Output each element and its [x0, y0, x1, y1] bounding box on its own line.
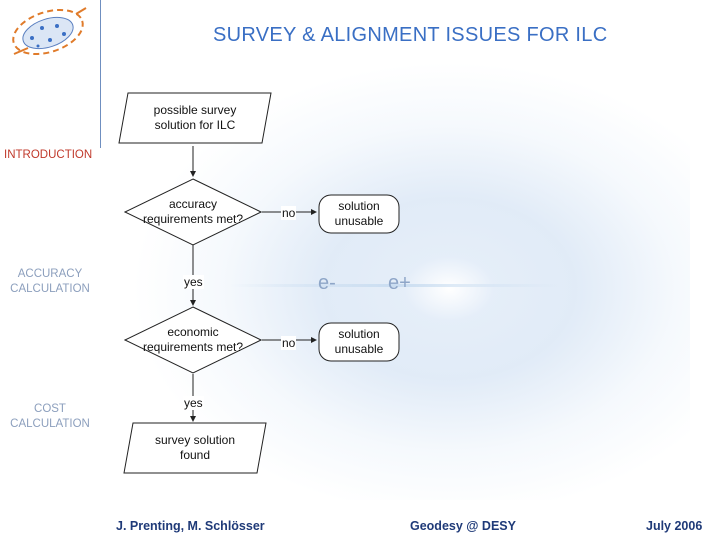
page-title: SURVEY & ALIGNMENT ISSUES FOR ILC — [213, 24, 608, 46]
ilc-desy-logo — [2, 2, 100, 66]
flow-node-start-text: possible survey solution for ILC — [153, 103, 237, 132]
edge-label-yes-2: yes — [183, 396, 204, 410]
sidebar-item-accuracy-calculation[interactable]: ACCURACY CALCULATION — [10, 268, 90, 295]
flow-node-unusable-2: solution unusable — [318, 322, 400, 362]
sidebar-item-introduction[interactable]: INTRODUCTION — [4, 149, 93, 161]
flow-node-economic-text: economic requirements met? — [142, 325, 244, 354]
flow-node-accuracy: accuracy requirements met? — [124, 178, 262, 246]
flow-node-start: possible survey solution for ILC — [118, 92, 272, 144]
flow-node-end-text: survey solution found — [154, 433, 236, 462]
positron-label: e+ — [388, 272, 411, 294]
edge-label-no-1: no — [281, 206, 297, 220]
flow-node-unusable-1: solution unusable — [318, 194, 400, 234]
background-beam — [230, 284, 560, 287]
flow-node-economic: economic requirements met? — [124, 306, 262, 374]
edge-label-no-2: no — [281, 336, 297, 350]
sidebar-divider — [100, 0, 101, 148]
footer-organization: Geodesy @ DESY — [410, 519, 516, 533]
flow-node-end: survey solution found — [123, 422, 267, 474]
footer-date: July 2006 — [646, 519, 703, 533]
flow-node-unusable-1-text: solution unusable — [334, 199, 384, 228]
flow-node-unusable-2-text: solution unusable — [334, 327, 384, 356]
footer-authors: J. Prenting, M. Schlösser — [116, 519, 265, 533]
flow-node-accuracy-text: accuracy requirements met? — [142, 197, 244, 226]
edge-label-yes-1: yes — [183, 275, 204, 289]
electron-label: e- — [318, 272, 336, 294]
sidebar-item-cost-calculation[interactable]: COST CALCULATION — [10, 403, 90, 430]
